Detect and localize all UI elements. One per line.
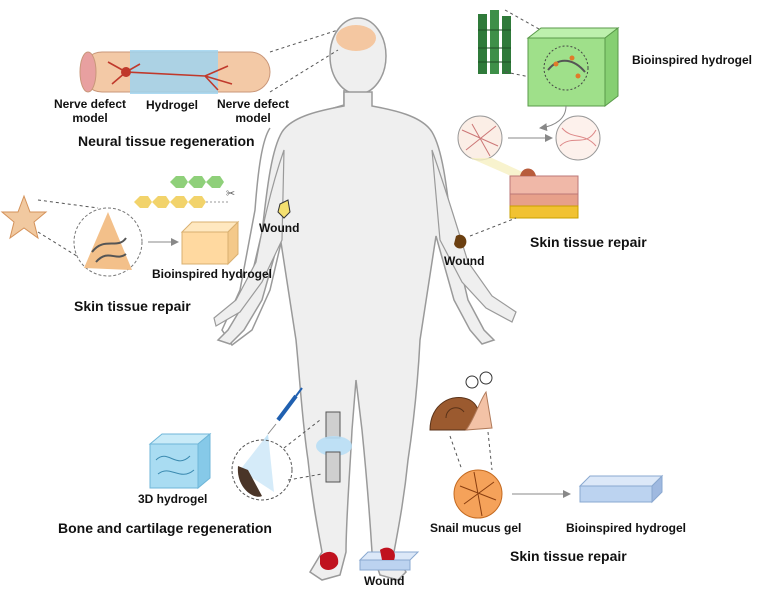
brain-highlight <box>336 25 376 51</box>
cartilage-connector <box>283 419 321 449</box>
label-nerve-left-line2: model <box>72 110 108 125</box>
curved-arrow <box>539 105 567 132</box>
neural-connector-line <box>269 29 339 53</box>
skin-layers-block <box>509 168 579 219</box>
plant-cells-icon <box>478 10 511 74</box>
label-nerve-defect-right: Nerve defect model <box>214 97 292 126</box>
label-skin-repair-right: Skin tissue repair <box>530 234 647 250</box>
skin-right-connector <box>469 217 517 237</box>
label-bone-title: Bone and cartilage regeneration <box>58 520 272 536</box>
label-bio-top: Bioinspired hydrogel <box>632 53 753 67</box>
label-nerve-right-line2: model <box>235 110 271 125</box>
label-neural-title: Neural tissue regeneration <box>78 133 255 149</box>
knee-joint-bones <box>316 411 352 483</box>
label-wound-foot: Wound <box>364 574 405 588</box>
label-hydrogel: Hydrogel <box>146 98 199 112</box>
label-nerve-right-line1: Nerve defect <box>216 97 290 111</box>
neural-nerve-tube-illustration <box>79 50 271 94</box>
hydrogel-3d-cube <box>148 432 212 490</box>
label-snail-gel: Snail mucus gel <box>430 521 522 535</box>
wound-foot-left-icon <box>320 551 339 570</box>
bio-hydrogel-box-left <box>180 220 240 266</box>
label-wound-hand: Wound <box>444 254 485 268</box>
label-skin-repair-bottom: Skin tissue repair <box>510 548 627 564</box>
syringe-icon <box>267 387 303 435</box>
snail-connector <box>449 435 463 471</box>
snail-connector-2 <box>487 431 493 471</box>
label-nerve-defect-left: Nerve defect model <box>52 97 128 126</box>
wound-hand-icon <box>454 234 467 249</box>
peptide-chain-icon: ✂ <box>134 176 235 208</box>
green-hydrogel-cube <box>526 26 620 108</box>
neural-connector-line-2 <box>269 49 339 93</box>
label-bio-bottom: Bioinspired hydrogel <box>566 521 687 535</box>
starfish-connector <box>37 199 99 209</box>
label-3d-hydrogel: 3D hydrogel <box>138 492 208 506</box>
fiber-structure-circle-right <box>555 115 601 161</box>
snail-icon <box>429 371 493 431</box>
bone-defect-shape <box>237 466 262 497</box>
starfish-icon <box>0 194 48 240</box>
bio-slab-bottom <box>578 474 664 504</box>
body-left-arm <box>213 149 285 327</box>
foot-slab-wound <box>358 547 420 571</box>
injection-spray <box>240 434 274 492</box>
label-nerve-left-line1: Nerve defect <box>53 97 127 111</box>
label-bio-left: Bioinspired hydrogel <box>152 267 273 281</box>
wound-arm-icon <box>277 199 291 219</box>
label-skin-repair-left: Skin tissue repair <box>74 298 191 314</box>
starfish-connector-2 <box>37 231 81 259</box>
svg-text:✂: ✂ <box>226 188 235 200</box>
label-wound-arm: Wound <box>259 221 300 235</box>
